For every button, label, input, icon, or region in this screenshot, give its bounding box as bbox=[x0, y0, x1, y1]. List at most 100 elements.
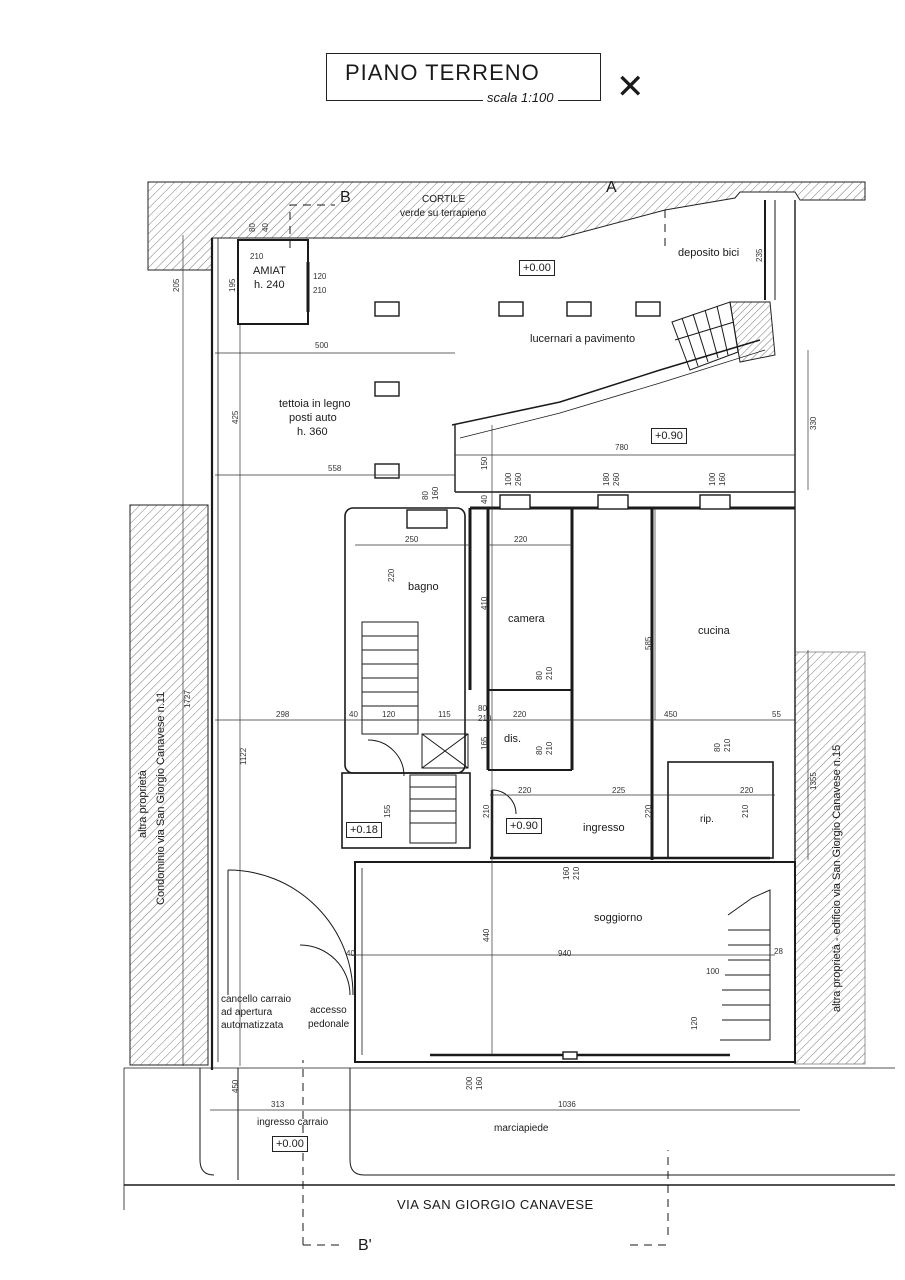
dim-label: 210 bbox=[250, 252, 264, 261]
neighbor-right-label: altra proprietà - edificio via San Giorg… bbox=[831, 744, 843, 1012]
section-mark-a: A bbox=[606, 179, 617, 196]
dim-label: 80 bbox=[478, 704, 487, 713]
dim-label: 120 bbox=[313, 272, 327, 281]
dim-label: 210 bbox=[545, 666, 554, 680]
dim-label: 220 bbox=[387, 568, 396, 582]
dim-label: 585 bbox=[644, 636, 653, 650]
dim-label: 780 bbox=[615, 443, 629, 452]
dim-label: 100 bbox=[504, 472, 513, 486]
dim-label: 120 bbox=[690, 1016, 699, 1030]
courtyard-label: CORTILE bbox=[422, 194, 466, 205]
room-ingresso: ingresso bbox=[583, 822, 625, 834]
dim-label: 160 bbox=[431, 486, 440, 500]
dim-label: 210 bbox=[313, 286, 327, 295]
stairs bbox=[361, 301, 771, 1041]
dim-label: 205 bbox=[172, 278, 181, 292]
skylights-label: lucernari a pavimento bbox=[530, 333, 636, 345]
dim-label: 40 bbox=[346, 949, 355, 958]
room-amiat: AMIAT bbox=[253, 265, 286, 277]
dim-label: 250 bbox=[405, 535, 419, 544]
gate-label-3: automatizzata bbox=[221, 1020, 284, 1031]
dim-label: 115 bbox=[438, 710, 451, 719]
room-rip: rip. bbox=[700, 814, 714, 825]
dim-label: 235 bbox=[755, 248, 764, 262]
driveway-label: ingresso carraio bbox=[257, 1117, 329, 1128]
dim-label: 100 bbox=[708, 472, 717, 486]
section-lines bbox=[289, 204, 669, 1246]
dim-label: 220 bbox=[740, 786, 754, 795]
neighbor-left-address: Condominio via San Giorgio Canavese n.11 bbox=[155, 691, 167, 905]
dim-label: 260 bbox=[514, 472, 523, 486]
dim-label: 225 bbox=[612, 786, 626, 795]
pedestrian-access-label: accesso bbox=[310, 1005, 347, 1016]
plan-title: PIANO TERRENO bbox=[345, 60, 540, 85]
dim-label: 210 bbox=[723, 738, 732, 752]
dim-label: 55 bbox=[772, 710, 781, 719]
room-soggiorno: soggiorno bbox=[594, 912, 643, 924]
street-name: VIA SAN GIORGIO CANAVESE bbox=[397, 1197, 594, 1212]
dim-label: 425 bbox=[231, 410, 240, 424]
courtyard-sub-label: verde su terrapieno bbox=[400, 208, 487, 219]
dim-label: 120 bbox=[382, 710, 396, 719]
door-swings bbox=[227, 739, 517, 996]
dim-label: 500 bbox=[315, 341, 329, 350]
dim-label: 1727 bbox=[183, 690, 192, 708]
dim-label: 160 bbox=[562, 866, 571, 880]
dim-label: 450 bbox=[231, 1079, 240, 1093]
dim-label: 558 bbox=[328, 464, 342, 473]
dim-label: 160 bbox=[718, 472, 727, 486]
dim-label: 440 bbox=[482, 928, 491, 942]
level-stair: +0.18 bbox=[346, 822, 382, 839]
dim-label: 1036 bbox=[558, 1100, 576, 1109]
dim-label: 313 bbox=[271, 1100, 285, 1109]
dim-label: 1355 bbox=[809, 772, 818, 790]
dim-label: 180 bbox=[602, 472, 611, 486]
skylights bbox=[374, 301, 731, 1060]
dim-label: 220 bbox=[644, 804, 653, 818]
room-amiat-height: h. 240 bbox=[254, 279, 285, 291]
dim-label: 210 bbox=[482, 804, 491, 818]
dim-label: 80 bbox=[248, 223, 257, 232]
dim-label: 150 bbox=[480, 456, 489, 470]
room-dis: dis. bbox=[504, 733, 522, 745]
room-deposito-bici: deposito bici bbox=[678, 247, 740, 259]
neighbor-left-label: altra proprietà bbox=[137, 770, 149, 838]
dim-label: 210 bbox=[545, 741, 554, 755]
cross-mark-icon: ✕ bbox=[616, 68, 645, 106]
room-camera: camera bbox=[508, 613, 545, 625]
level-street: +0.00 bbox=[272, 1136, 308, 1153]
room-cucina: cucina bbox=[698, 625, 730, 637]
dim-label: 160 bbox=[475, 1076, 484, 1090]
level-upper: +0.90 bbox=[651, 428, 687, 445]
plan-scale: scala 1:100 bbox=[483, 91, 558, 104]
gate-label-2: ad apertura bbox=[221, 1007, 273, 1018]
dim-label: 450 bbox=[664, 710, 678, 719]
dim-label: 220 bbox=[518, 786, 532, 795]
room-tettoia: tettoia in legno bbox=[279, 398, 351, 410]
dim-label: 100 bbox=[706, 967, 720, 976]
dim-label: 40 bbox=[349, 710, 358, 719]
dim-label: 260 bbox=[612, 472, 621, 486]
dim-label: 200 bbox=[465, 1076, 474, 1090]
dim-label: 220 bbox=[513, 710, 527, 719]
dim-label: 410 bbox=[480, 596, 489, 610]
dim-label: 80 bbox=[713, 743, 722, 752]
dim-label: 210 bbox=[478, 714, 492, 723]
dim-label: 80 bbox=[421, 491, 430, 500]
dim-label: 1122 bbox=[239, 747, 248, 765]
gate-label: cancello carraio bbox=[221, 994, 292, 1005]
dim-label: 210 bbox=[741, 804, 750, 818]
section-mark-b: B bbox=[340, 189, 351, 206]
pedestrian-access-label-2: pedonale bbox=[308, 1019, 350, 1030]
dim-label: 298 bbox=[276, 710, 290, 719]
dim-label: 155 bbox=[383, 804, 392, 818]
dim-label: 28 bbox=[774, 947, 783, 956]
dim-label: 195 bbox=[228, 278, 237, 292]
section-mark-b-prime: B' bbox=[358, 1237, 372, 1254]
dim-label: 40 bbox=[261, 223, 270, 232]
dim-label: 940 bbox=[558, 949, 572, 958]
dimension-lines bbox=[182, 235, 809, 1111]
dim-label: 80 bbox=[535, 746, 544, 755]
dim-label: 80 bbox=[535, 671, 544, 680]
hatched-boundaries bbox=[129, 181, 866, 1066]
